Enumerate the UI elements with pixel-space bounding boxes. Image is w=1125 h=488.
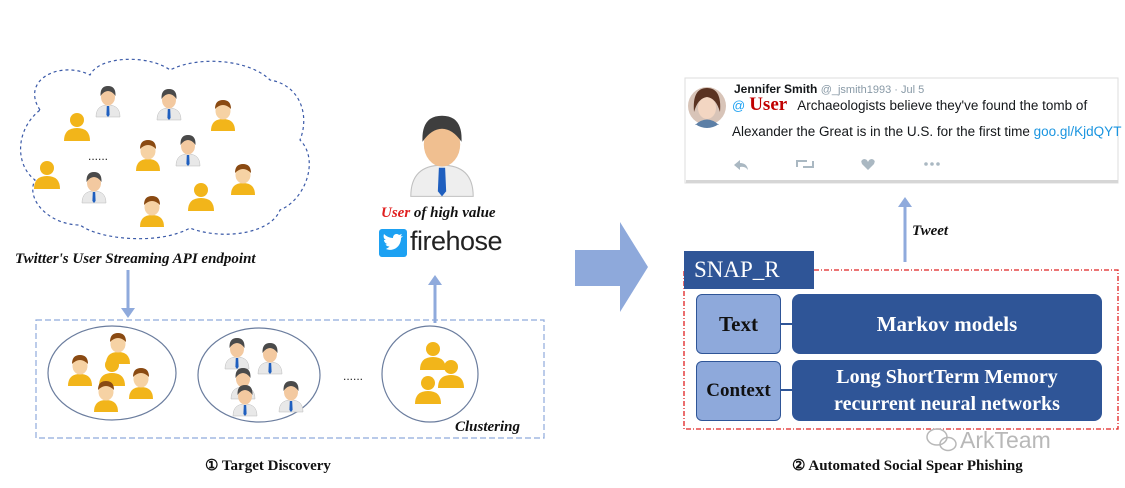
- clusters-ellipsis: ......: [343, 369, 364, 383]
- like-icon: [861, 159, 875, 170]
- more-icon: [924, 162, 940, 166]
- tweet-mention[interactable]: User: [749, 94, 788, 115]
- text-box: Text: [696, 294, 781, 354]
- cloud-user-icons: [34, 85, 255, 227]
- high-value-user-icon: [410, 115, 474, 197]
- tweet-link[interactable]: goo.gl/KjdQYT: [1033, 124, 1122, 139]
- lstm-line-1: Long ShortTerm Memory: [836, 365, 1058, 388]
- tweet-arrow-label: Tweet: [912, 223, 949, 239]
- markov-models-box: Markov models: [792, 294, 1102, 354]
- flow-arrow: [575, 222, 648, 312]
- clustering-frame: [35, 319, 545, 439]
- retweet-icon: [796, 160, 814, 168]
- high-value-label: User of high value: [381, 205, 496, 221]
- snap-r-title: SNAP_R: [684, 251, 814, 289]
- tweet-author[interactable]: Jennifer Smith: [734, 82, 818, 96]
- lstm-line-2: recurrent neural networks: [834, 392, 1060, 415]
- clustering-label: Clustering: [455, 419, 521, 435]
- firehose-text: firehose: [410, 226, 503, 256]
- tweet-line-2: Alexander the Great is in the U.S. for t…: [732, 124, 1122, 139]
- user-cloud-outline: [20, 58, 310, 240]
- target-discovery-caption: ① Target Discovery: [205, 458, 331, 474]
- arkteam-watermark: ArkTeam: [960, 427, 1051, 453]
- tweet-handle-date: @_jsmith1993 · Jul 5: [820, 84, 925, 96]
- cloud-ellipsis: ......: [88, 149, 109, 163]
- cluster-2: [197, 327, 321, 423]
- wechat-icon: [926, 428, 957, 452]
- cluster-1: [47, 325, 177, 421]
- reply-icon: [734, 160, 748, 170]
- cluster-3: [381, 325, 479, 423]
- tweet-at-sign: @: [732, 98, 746, 113]
- tweet-text-1: Archaeologists believe they've found the…: [797, 98, 1088, 113]
- tweet-line-1: @ User Archaeologists believe they've fo…: [732, 94, 1087, 116]
- lstm-box: Long ShortTerm Memory recurrent neural n…: [792, 360, 1102, 421]
- cloud-caption: Twitter's User Streaming API endpoint: [15, 251, 256, 267]
- tweet-header: Jennifer Smith @_jsmith1993 · Jul 5: [734, 82, 924, 96]
- spear-phishing-caption: ② Automated Social Spear Phishing: [792, 458, 1023, 474]
- tweet-actions: [734, 159, 940, 170]
- snap-r-frame: [683, 269, 1119, 430]
- context-box: Context: [696, 361, 781, 421]
